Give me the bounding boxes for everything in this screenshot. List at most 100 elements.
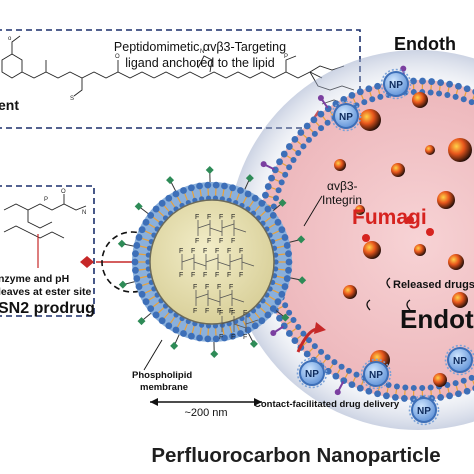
c-bond <box>233 227 247 233</box>
cell-name: Endoth <box>400 304 474 334</box>
fluorine-atom: F <box>191 272 195 279</box>
cell-lipid-head <box>270 203 277 210</box>
c-bond <box>221 319 235 325</box>
cell-lipid-head <box>276 158 283 166</box>
c-bond <box>241 261 255 267</box>
c-bond <box>229 257 243 263</box>
lipid-head <box>264 311 272 319</box>
drug-particle <box>448 254 464 270</box>
cell-lipid-head <box>268 174 275 182</box>
fluorine-atom: F <box>217 308 221 315</box>
perfluorocarbon-core <box>149 199 275 325</box>
prodrug-title: SN2 prodrug <box>0 300 95 317</box>
fluorine-atom: F <box>219 238 223 245</box>
integrin-head <box>317 95 324 102</box>
fluorine-atom: F <box>195 238 199 245</box>
lipid-head <box>251 194 259 202</box>
lipid-head <box>131 258 139 266</box>
cell-lipid-head <box>291 135 299 143</box>
lipid-head <box>244 190 252 198</box>
cell-lipid-head <box>361 99 368 106</box>
drug-particle <box>452 292 468 308</box>
fluorine-atom: F <box>193 284 197 291</box>
cell-lipid-head <box>300 143 307 150</box>
lipid-head <box>188 184 195 192</box>
fluorine-atom: F <box>215 248 219 255</box>
agent-label: ent <box>0 97 19 113</box>
drug-name: Fumagi <box>352 206 427 229</box>
cell-lipid-head <box>385 382 392 389</box>
cell-lipid-head <box>377 93 384 100</box>
cell-lipid-head <box>353 371 360 378</box>
np-badge <box>333 103 359 129</box>
fluorine-atom: F <box>227 272 231 279</box>
cell-lipid-head <box>331 359 338 366</box>
lipid-head <box>229 184 236 192</box>
prodrug-cleave-line2: leaves at ester site <box>0 286 92 298</box>
released-drug-arc <box>406 299 411 311</box>
lipid-head <box>188 332 195 340</box>
lipid-head <box>283 242 291 249</box>
cell-lipid-head <box>324 367 332 375</box>
lipid-head <box>138 226 146 234</box>
fluorine-atom: F <box>229 308 233 315</box>
lipid-head <box>180 187 187 194</box>
fluorine-atom: F <box>193 308 197 315</box>
lipid-head <box>269 212 277 219</box>
cell-lipid-head <box>437 393 445 401</box>
cell-lipid-head <box>286 309 293 316</box>
fluorine-atom: F <box>239 248 243 255</box>
delivery-label: Contact-facilitated drug delivery <box>254 399 400 410</box>
svg-text:O: O <box>115 54 120 60</box>
membrane-label-line2: membrane <box>140 382 188 393</box>
integrin-head <box>334 389 341 396</box>
fluorine-atom: F <box>231 310 235 317</box>
svg-text:O: O <box>61 189 66 195</box>
np-badge-ring <box>330 100 362 132</box>
lipid-head <box>172 190 180 198</box>
fluorine-atom: F <box>243 310 247 317</box>
lipid-head <box>204 335 212 343</box>
lipid-head <box>165 322 173 330</box>
cell-lipid-head <box>419 77 426 85</box>
integrin-head <box>270 329 277 336</box>
fluorine-atom: F <box>243 334 247 341</box>
lipid-head <box>135 283 143 290</box>
cell-lipid-head <box>463 85 471 93</box>
lipid-head <box>281 234 289 241</box>
lipid-head <box>152 205 160 213</box>
fluorine-atom: F <box>231 334 235 341</box>
cell-lipid-head <box>332 372 340 380</box>
c-bond <box>205 257 219 263</box>
cell-lipid-head <box>427 384 434 391</box>
cell-drugs <box>334 92 472 387</box>
drug-dot <box>406 216 414 224</box>
lipid-head <box>278 290 286 298</box>
fluorine-atom: F <box>219 214 223 221</box>
lipid-head <box>165 194 173 202</box>
fluorine-atom: F <box>231 238 235 245</box>
ligand-head <box>166 176 175 185</box>
fluorine-atom: F <box>207 214 211 221</box>
np-badge <box>447 347 473 373</box>
drug-particle <box>448 138 472 162</box>
cell-lipid-head <box>290 156 297 163</box>
ligand-box: Peptidomimetic αvβ3-Targeting ligand anc… <box>0 29 361 129</box>
np-badge-ring <box>296 357 328 389</box>
fluorine-atom: F <box>219 310 223 317</box>
fluorine-atom: F <box>179 248 183 255</box>
cell-lipid-head <box>374 390 381 398</box>
cell-lipid-head <box>427 89 434 96</box>
np-badge-ring <box>360 358 392 390</box>
lipid-head <box>196 334 203 342</box>
released-drug-arc <box>386 277 391 289</box>
np-badge-label: NP <box>389 80 403 91</box>
np-badge <box>299 360 325 386</box>
lipid-head <box>212 335 220 343</box>
drug-particle <box>363 241 381 259</box>
cell-lipid-head <box>345 367 352 374</box>
lipid-head <box>274 298 282 306</box>
cell-lipid-head <box>305 136 312 143</box>
